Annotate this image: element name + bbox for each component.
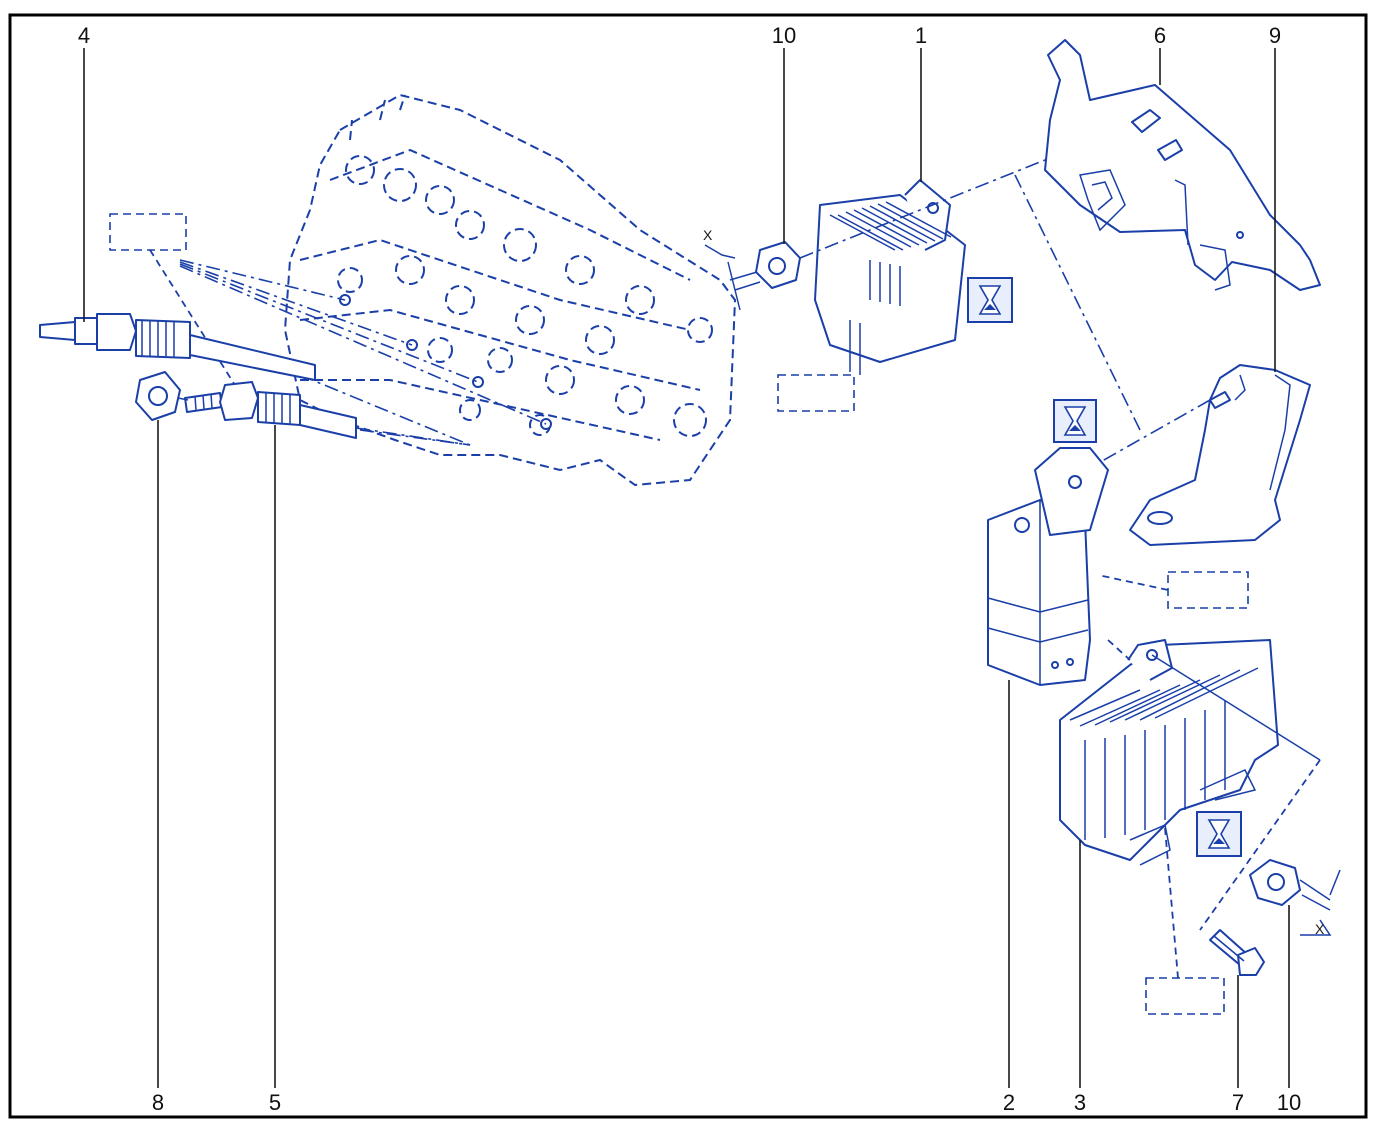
nut-10-top bbox=[704, 241, 801, 311]
hourglass-icon bbox=[1053, 399, 1097, 443]
reference-box-unit-1 bbox=[777, 374, 855, 412]
nut-8 bbox=[135, 371, 189, 421]
bolt-7 bbox=[1209, 929, 1265, 976]
reference-box-plugs bbox=[109, 213, 187, 251]
callout-8: 8 bbox=[152, 1090, 164, 1115]
callout-6: 6 bbox=[1154, 23, 1166, 48]
bracket-9 bbox=[1129, 364, 1311, 546]
callout-9: 9 bbox=[1269, 23, 1281, 48]
dimension-label-bottom: X bbox=[1315, 921, 1325, 937]
hourglass-icon bbox=[1196, 811, 1242, 857]
callout-5: 5 bbox=[269, 1090, 281, 1115]
preheating-unit-1 bbox=[814, 179, 966, 375]
preheating-unit-2 bbox=[987, 447, 1109, 686]
engine-block bbox=[283, 93, 737, 487]
callout-10-bottom: 10 bbox=[1277, 1090, 1301, 1115]
callout-3: 3 bbox=[1074, 1090, 1086, 1115]
callout-10-top: 10 bbox=[772, 23, 796, 48]
callout-4: 4 bbox=[78, 23, 90, 48]
diagram-frame bbox=[8, 13, 1368, 1119]
dimension-label-top: X bbox=[703, 227, 713, 243]
hourglass-icon bbox=[967, 277, 1013, 323]
callout-2: 2 bbox=[1003, 1090, 1015, 1115]
nut-10-bottom bbox=[1249, 859, 1341, 936]
preheating-unit-3 bbox=[1059, 639, 1279, 866]
glow-plug-5 bbox=[184, 381, 471, 446]
leader-lines bbox=[83, 48, 1290, 1088]
callout-1: 1 bbox=[915, 23, 927, 48]
glow-plug-4 bbox=[39, 313, 316, 381]
reference-box-unit-3 bbox=[1145, 977, 1225, 1015]
reference-box-unit-2 bbox=[1167, 571, 1249, 609]
bracket-6 bbox=[1044, 39, 1321, 291]
callout-7: 7 bbox=[1232, 1090, 1244, 1115]
